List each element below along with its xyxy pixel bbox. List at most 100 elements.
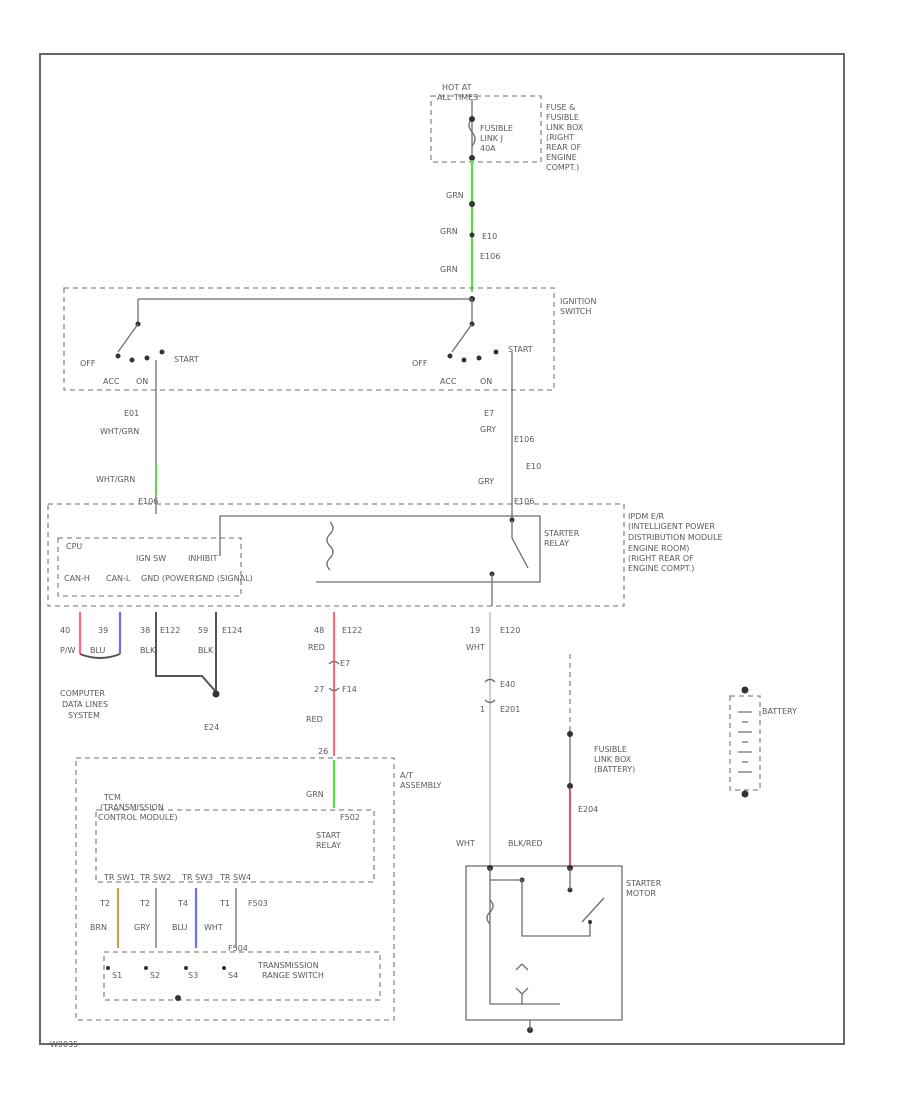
- ignition-acc-left: ACC: [103, 377, 120, 386]
- fusible-link-j-3: 40A: [480, 144, 496, 153]
- ignition-right-start-contact: [493, 349, 499, 355]
- ipdm-gnd-power-label: GND (POWER): [141, 574, 198, 583]
- diagram-frame: [39, 53, 845, 1045]
- left-wire-wht-grn-2: WHT/GRN: [96, 475, 135, 484]
- svg-text:ENGINE ROOM): ENGINE ROOM): [628, 544, 689, 553]
- starter-motor-box: [465, 865, 623, 1021]
- wire-grn-3: GRN: [440, 265, 458, 274]
- pin-19-wire: WHT: [466, 643, 485, 652]
- mid-pin-26: 26: [318, 747, 328, 756]
- grn-node-1: [469, 201, 475, 207]
- svg-text:ENGINE: ENGINE: [546, 153, 577, 162]
- at-assembly-label-2: ASSEMBLY: [400, 781, 441, 790]
- pin-38: 38: [140, 626, 150, 635]
- starter-internal-wiring: [489, 868, 571, 1005]
- pin-48: 48: [314, 626, 324, 635]
- mid-wire-red: RED: [306, 715, 323, 724]
- pin-48-wire: RED: [308, 643, 325, 652]
- svg-text:FUSIBLE: FUSIBLE: [546, 113, 579, 122]
- ipdm-relay-wire: [219, 515, 541, 583]
- ignition-left-acc-contact: [129, 357, 135, 363]
- range-pin-s1: S1: [112, 971, 122, 980]
- range-switch-label-2: RANGE SWITCH: [262, 971, 324, 980]
- ignition-switch-box: [63, 287, 555, 391]
- tr-pin-2: T2: [139, 899, 150, 908]
- ipdm-can-l-label: CAN-L: [106, 574, 131, 583]
- hot-at-battery-1: HOT AT: [442, 83, 472, 92]
- tr-sw3-label: TR SW3: [181, 873, 213, 882]
- ignition-on-right: ON: [480, 377, 492, 386]
- data-lines-label-1: COMPUTER: [60, 689, 105, 698]
- ignition-switch-label-1: IGNITION: [560, 297, 596, 306]
- ipdm-can-h-label: CAN-H: [64, 574, 90, 583]
- tr-wire-label-gry: GRY: [134, 923, 150, 932]
- mid-conn-f14: F14: [342, 685, 357, 694]
- pin-59: 59: [198, 626, 208, 635]
- pin-e10-top: E10: [482, 232, 497, 241]
- ipdm-label: IPDM E/R (INTELLIGENT POWER DISTRIBUTION…: [628, 512, 723, 573]
- battery-label: BATTERY: [762, 707, 797, 716]
- pin-19-conn: E120: [500, 626, 520, 635]
- conn-e106-top: E106: [480, 252, 500, 261]
- right-conn-e201: E201: [500, 705, 520, 714]
- left-wire-wht-grn-1: WHT/GRN: [100, 427, 139, 436]
- ignition-off-right: OFF: [412, 359, 428, 368]
- battery-side-conn-e204: E204: [578, 805, 598, 814]
- right-pin-1: 1: [480, 705, 485, 714]
- ignition-right-on-contact: [476, 355, 482, 361]
- ignition-start-left: START: [174, 355, 199, 364]
- gnd-wire-power: [155, 612, 217, 693]
- starter-motor-label-1: STARTER: [626, 879, 662, 888]
- ipdm-cpu-box: [57, 537, 242, 597]
- fusible-link-battery-label-2: LINK BOX: [594, 755, 632, 764]
- starter-switch-blade: [581, 897, 605, 923]
- right-wire-gry-2: GRY: [478, 477, 494, 486]
- fusible-link-battery-label-3: (BATTERY): [594, 765, 635, 774]
- starter-motor-label-2: MOTOR: [626, 889, 656, 898]
- at-wire-grn: GRN: [306, 790, 324, 799]
- diagram-id: W0035: [50, 1040, 78, 1049]
- range-switch-s2: [144, 966, 148, 970]
- ipdm-starter-relay-2: RELAY: [544, 539, 569, 548]
- tr-sw2-label: TR SW2: [139, 873, 171, 882]
- right-conn-e106-2: E106: [514, 497, 534, 506]
- pin-38-conn: E122: [160, 626, 180, 635]
- right-conn-e106: E106: [514, 435, 534, 444]
- at-conn-f502: F502: [340, 813, 360, 822]
- battery-box: [729, 695, 761, 791]
- svg-text:REAR OF: REAR OF: [546, 143, 581, 152]
- wire-grn-1: GRN: [446, 191, 464, 200]
- right-pin-e7: E7: [484, 409, 494, 418]
- fusible-link-fuse: [468, 117, 476, 147]
- ipdm-cpu-label: CPU: [66, 542, 82, 551]
- mid-conn-e7: E7: [340, 659, 350, 668]
- can-twist: [79, 653, 121, 659]
- range-pin-s3: S3: [188, 971, 198, 980]
- ipdm-box: [47, 503, 625, 607]
- tr-pin-conn-f503: F503: [248, 899, 268, 908]
- range-pin-s2: S2: [150, 971, 160, 980]
- battery-side-wht: WHT: [456, 839, 475, 848]
- battery-side-blk-red: BLK/RED: [508, 839, 543, 848]
- fusible-link-battery-node-1: [567, 731, 573, 737]
- range-switch-box: [103, 951, 381, 1001]
- ignition-right-off-contact: [447, 353, 453, 359]
- range-switch-s4: [222, 966, 226, 970]
- red-wire-connector: [328, 660, 340, 692]
- ground-e24-label: E24: [204, 723, 219, 732]
- ignition-off-left: OFF: [80, 359, 96, 368]
- pin-59-wire: BLK: [198, 646, 214, 655]
- tr-pin-4: T1: [219, 899, 230, 908]
- ignition-on-left: ON: [136, 377, 148, 386]
- tcm-label-3: CONTROL MODULE): [98, 813, 177, 822]
- fuse-link-box: [430, 95, 542, 163]
- ground-e24-node: [212, 690, 220, 698]
- tr-sw4-label: TR SW4: [219, 873, 251, 882]
- ipdm-relay-coil: [326, 521, 334, 571]
- ignition-right-acc-contact: [461, 357, 467, 363]
- range-pin-s4: S4: [228, 971, 238, 980]
- tcm-label-2: (TRANSMISSION: [100, 803, 164, 812]
- ignition-left-blade: [117, 323, 139, 353]
- svg-text:(INTELLIGENT POWER: (INTELLIGENT POWER: [628, 522, 715, 531]
- ignition-left-on-contact: [144, 355, 150, 361]
